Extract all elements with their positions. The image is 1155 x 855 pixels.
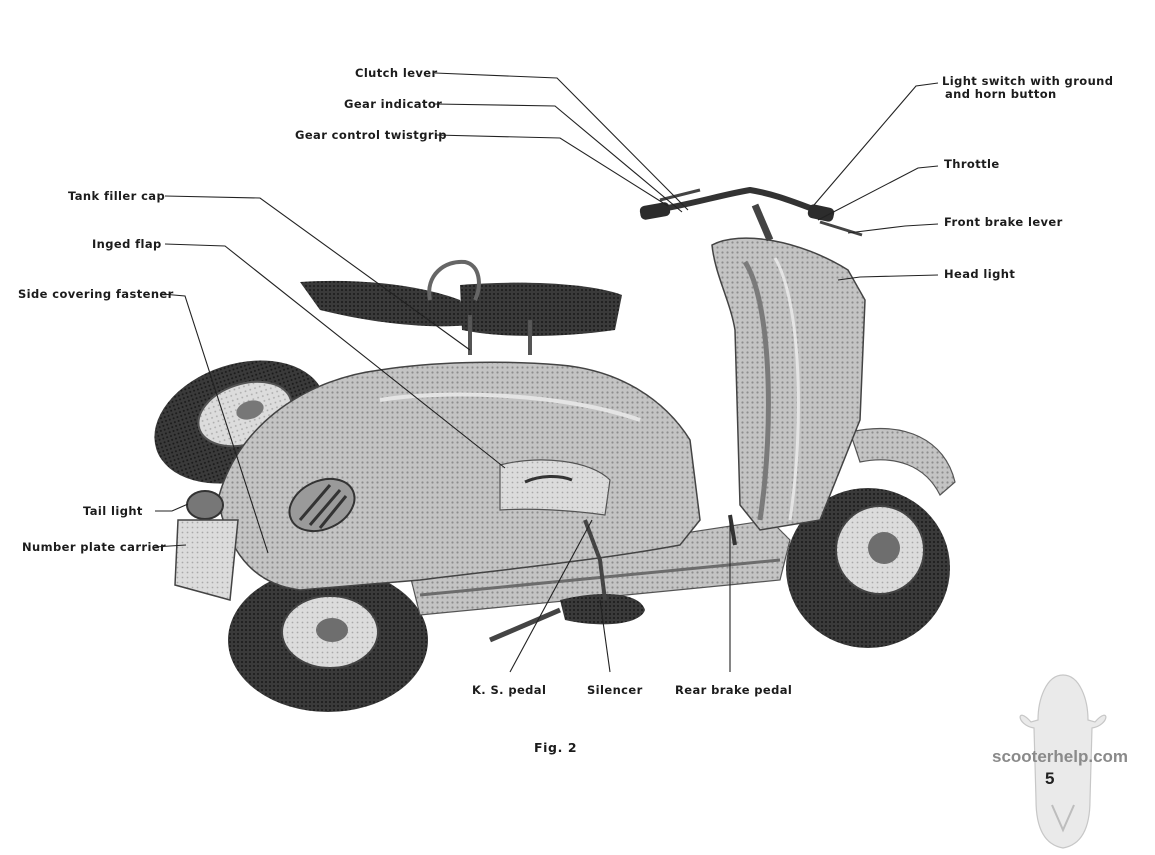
label-tail-light: Tail light bbox=[83, 504, 143, 518]
tail-light-lens bbox=[186, 490, 224, 520]
part-labels: Clutch lever Gear indicator Gear control… bbox=[18, 66, 1113, 697]
label-tank-filler-cap: Tank filler cap bbox=[68, 189, 165, 203]
rear-body-cowl bbox=[217, 361, 701, 591]
label-clutch-lever: Clutch lever bbox=[355, 66, 438, 80]
label-light-switch-line2: and horn button bbox=[945, 87, 1057, 101]
page-number: 5 bbox=[1045, 769, 1054, 788]
label-throttle: Throttle bbox=[944, 157, 1000, 171]
handlebar bbox=[644, 186, 831, 218]
number-plate bbox=[174, 519, 239, 601]
seat bbox=[300, 259, 622, 355]
leg-shield bbox=[711, 237, 866, 531]
inged-flap-panel bbox=[499, 459, 611, 516]
side-vent bbox=[288, 477, 356, 533]
label-front-brake-lever: Front brake lever bbox=[944, 215, 1063, 229]
label-gear-indicator: Gear indicator bbox=[344, 97, 442, 111]
figure-caption: Fig. 2 bbox=[534, 740, 577, 755]
label-ks-pedal: K. S. pedal bbox=[472, 683, 546, 697]
front-wheel bbox=[786, 488, 950, 648]
rear-wheel bbox=[228, 568, 428, 712]
watermark-scooter-icon bbox=[1019, 674, 1107, 849]
label-gear-control-twistgrip: Gear control twistgrip bbox=[295, 128, 447, 142]
label-number-plate-carrier: Number plate carrier bbox=[22, 540, 166, 554]
leader-lines bbox=[154, 72, 939, 673]
watermark-text: scooterhelp.com bbox=[992, 747, 1128, 766]
label-silencer: Silencer bbox=[587, 683, 643, 697]
label-rear-brake-pedal: Rear brake pedal bbox=[675, 683, 792, 697]
label-inged-flap: Inged flap bbox=[92, 237, 162, 251]
label-light-switch-line1: Light switch with ground bbox=[942, 74, 1113, 88]
silencer bbox=[560, 594, 645, 625]
front-mudguard bbox=[849, 428, 956, 496]
label-side-covering-fastener: Side covering fastener bbox=[18, 287, 174, 301]
label-head-light: Head light bbox=[944, 267, 1015, 281]
scooter-illustration bbox=[154, 186, 956, 712]
